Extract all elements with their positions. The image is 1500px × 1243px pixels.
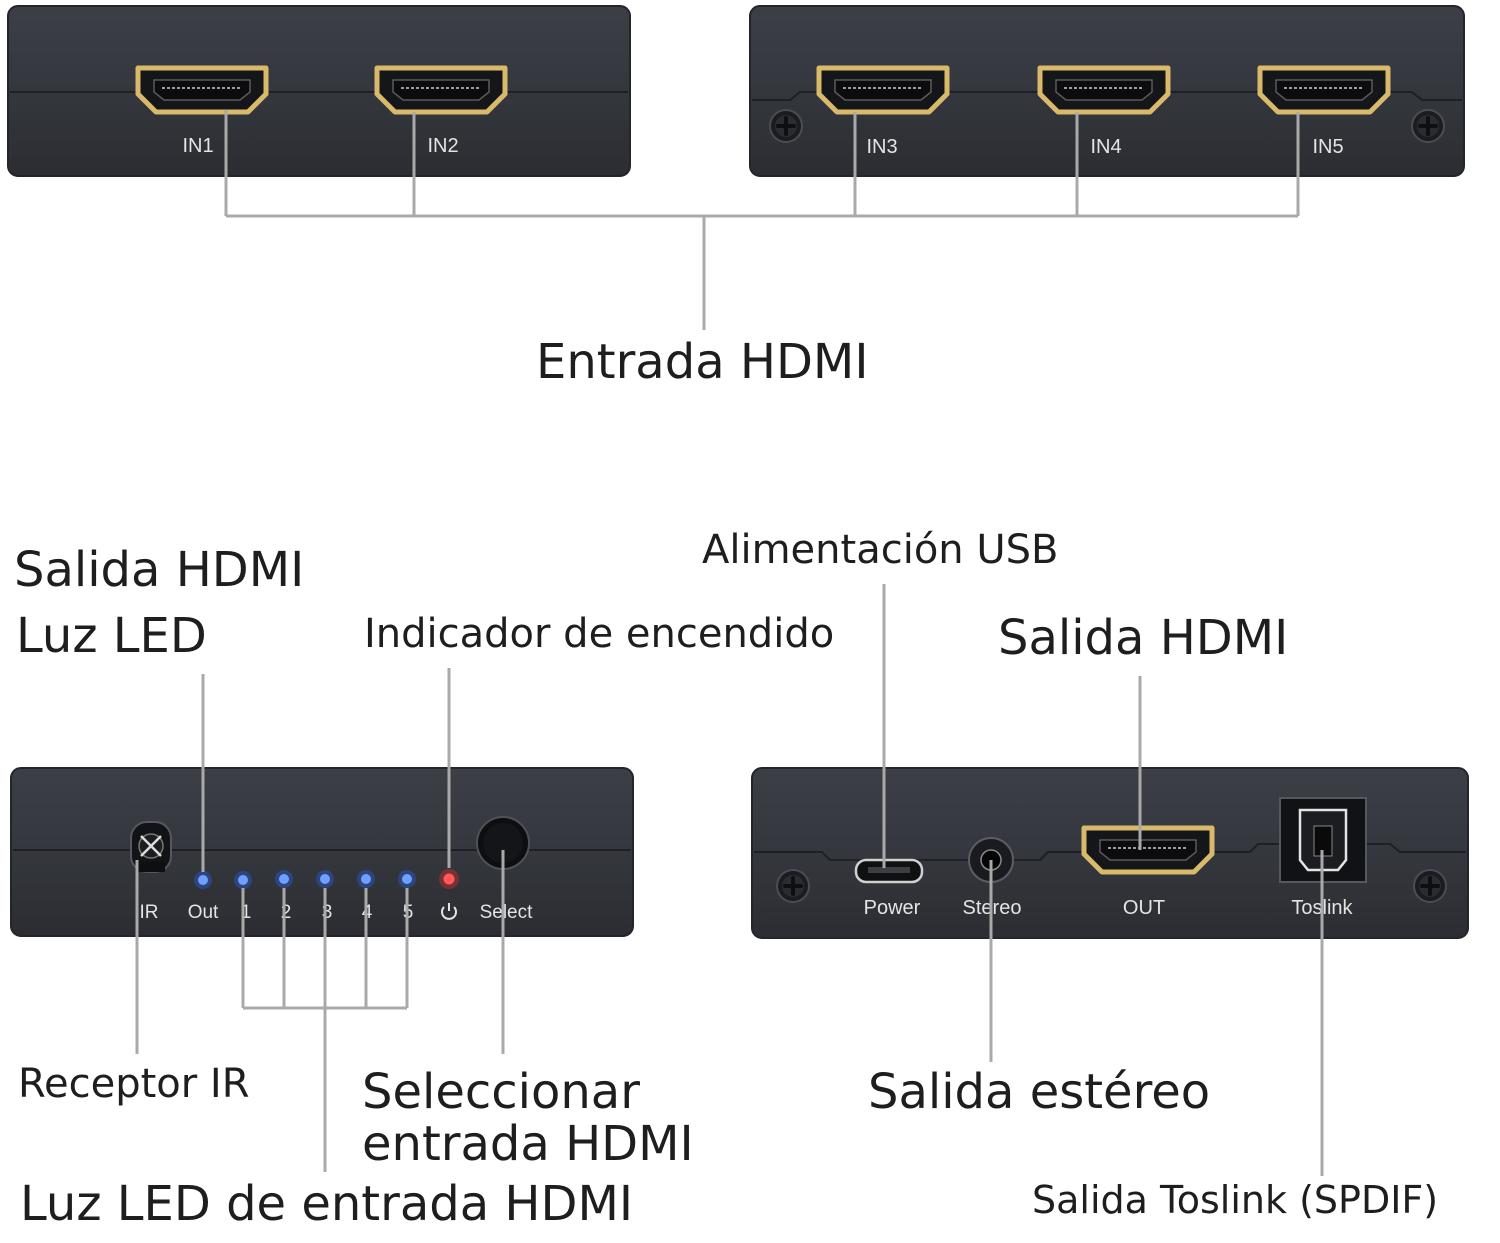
port-label-in1: IN1 [182,135,213,157]
leader-input-leds [241,888,409,1172]
callout-salida-hdmi-led-line1: Salida HDMI [14,542,305,598]
entrada-hdmi-bracket [224,110,1300,330]
front-label-out: Out [188,902,219,923]
top-left-device-panel: IN1 IN2 [7,5,631,177]
screw-icon [1412,868,1448,904]
front-label-ir: IR [140,902,159,923]
screw-icon [768,108,804,144]
port-label-in5: IN5 [1312,136,1343,158]
callout-salida-hdmi: Salida HDMI [998,610,1289,666]
led-input-4 [357,870,375,888]
front-label-select: Select [480,902,534,923]
front-label-led2: 2 [281,902,292,923]
port-label-in2: IN2 [427,135,458,157]
callout-receptor-ir: Receptor IR [18,1061,250,1107]
select-button-icon [476,816,530,870]
callout-salida-hdmi-led-line2: Luz LED [16,608,207,664]
hdmi-port-in5 [1260,68,1388,112]
top-right-device-panel: IN3 IN4 IN5 [749,5,1465,177]
callout-entrada-hdmi: Entrada HDMI [536,334,869,390]
callout-salida-estereo: Salida estéreo [868,1064,1211,1120]
hdmi-port-in1 [138,68,266,112]
hdmi-out-port [1084,828,1212,872]
rear-label-out: OUT [1123,897,1165,919]
front-label-led3: 3 [322,902,333,923]
led-input-1 [234,871,252,889]
led-power [439,869,459,889]
power-symbol-icon [441,903,457,920]
screw-icon [775,868,811,904]
hdmi-port-in3 [819,68,947,112]
led-out [194,871,212,889]
hdmi-port-in4 [1040,68,1168,112]
ir-receiver-icon [130,821,172,873]
led-input-5 [398,870,416,888]
led-input-3 [316,870,334,888]
callout-luz-led-entrada: Luz LED de entrada HDMI [20,1176,634,1232]
callout-indicador-encendido: Indicador de encendido [364,611,835,657]
micro-usb-port-icon [854,858,924,884]
led-input-2 [275,870,293,888]
leader-lines [135,584,1324,1176]
rear-panel-device: Power Stereo OUT Toslink [751,767,1469,939]
port-label-in4: IN4 [1090,136,1121,158]
port-label-in3: IN3 [866,136,897,158]
callout-seleccionar-line1: Seleccionar [362,1064,640,1120]
hdmi-port-in2 [377,68,505,112]
callout-salida-toslink: Salida Toslink (SPDIF) [1032,1178,1439,1222]
front-panel-device: IR Out 1 2 3 4 5 Select [10,767,634,937]
callout-seleccionar-line2: entrada HDMI [362,1116,694,1172]
callout-alimentacion-usb: Alimentación USB [702,527,1059,573]
screw-icon [1410,108,1446,144]
rear-label-power: Power [864,897,921,919]
front-label-led1: 1 [241,902,252,923]
